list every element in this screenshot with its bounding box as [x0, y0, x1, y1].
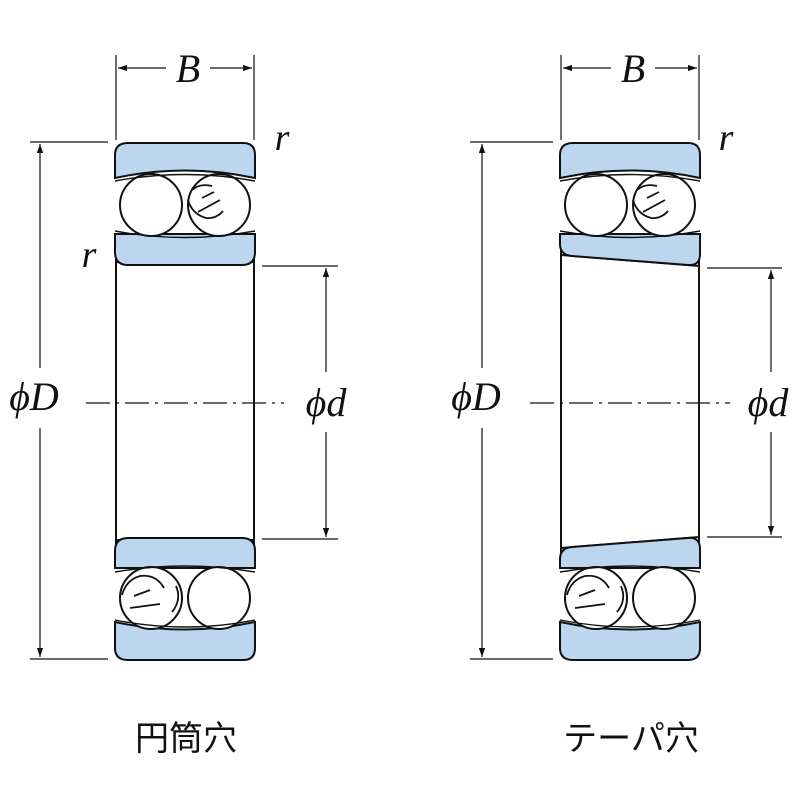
ball — [119, 173, 183, 237]
outer-ring-top — [559, 142, 701, 180]
ball — [187, 566, 251, 630]
chamfer-label-outer: r — [275, 117, 290, 159]
inner-ring-top — [559, 233, 701, 267]
ball — [564, 173, 628, 237]
cage-icon — [632, 184, 669, 220]
bearing-cylindrical: B r r ϕD ϕd 円筒穴 — [9, 46, 347, 759]
ball — [632, 566, 696, 630]
cage-icon — [566, 574, 625, 613]
ball-pocket-line — [114, 173, 256, 239]
outer-ring-bottom — [559, 620, 701, 661]
caption-tapered: テーパ穴 — [563, 719, 699, 759]
ball-pocket-line — [114, 565, 256, 628]
ball-pocket-line — [559, 565, 701, 628]
bearing-body-outline — [560, 235, 700, 566]
outer-ring-bottom — [114, 620, 256, 661]
bearing-body-outline — [115, 235, 255, 566]
ball-pocket-line — [559, 173, 701, 239]
bore-dia-label: ϕd — [748, 380, 790, 425]
inner-ring-top — [114, 233, 256, 266]
ball — [632, 173, 696, 237]
caption-cylindrical: 円筒穴 — [135, 719, 237, 759]
chamfer-label-outer: r — [719, 117, 734, 159]
cage-icon — [121, 574, 180, 613]
bore-dia-label: ϕd — [306, 380, 348, 425]
outer-dia-label: ϕD — [451, 374, 501, 419]
width-label: B — [176, 46, 200, 91]
outer-dia-label: ϕD — [9, 374, 59, 419]
inner-ring-bottom — [559, 536, 701, 569]
outer-ring-top — [114, 142, 256, 180]
bearing-tapered: B r ϕD ϕd テーパ穴 — [451, 46, 789, 759]
cage-icon — [187, 184, 224, 220]
width-label: B — [621, 46, 645, 91]
inner-ring-bottom — [114, 537, 256, 569]
chamfer-label-inner: r — [82, 234, 97, 276]
ball — [187, 173, 251, 237]
